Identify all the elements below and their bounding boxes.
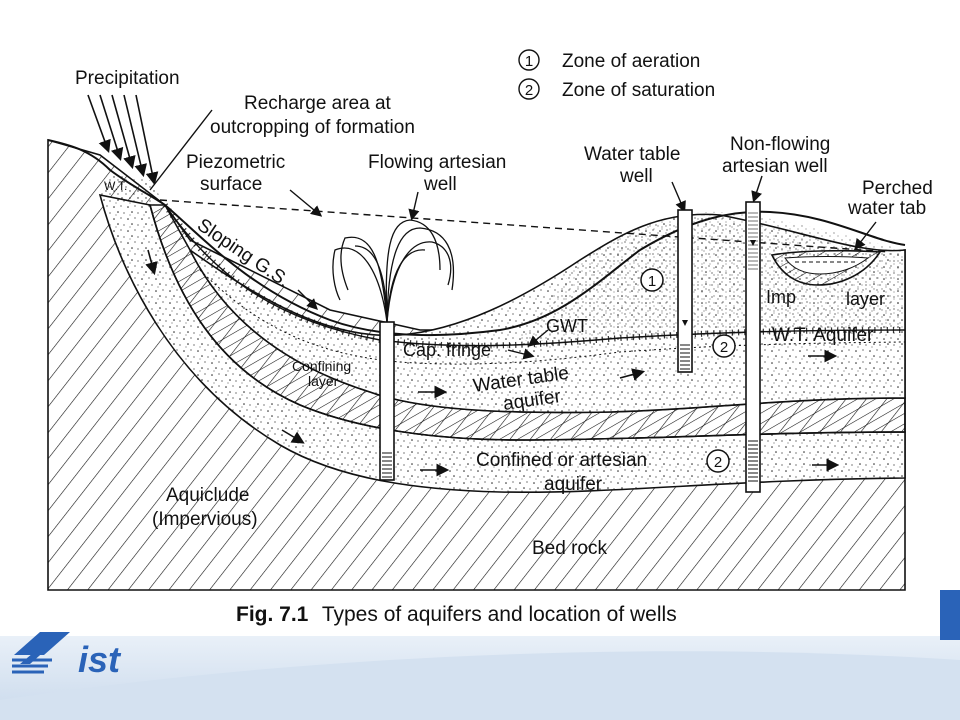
legend-number-1: 1: [525, 53, 533, 70]
sloping-gs-leader: [297, 289, 318, 310]
label-confining-1: Confining: [292, 358, 351, 374]
caption-text: Types of aquifers and location of wells: [322, 603, 677, 626]
flowing-artesian-well: [332, 219, 455, 481]
zone1-marker-text: 1: [648, 273, 656, 290]
legend-circle-1: [518, 49, 540, 71]
right-edge-bar: [940, 590, 960, 640]
perched-water-lens: [770, 249, 882, 286]
legend-number-2: 2: [525, 82, 533, 99]
zone2-marker-b-circle: [706, 449, 730, 473]
label-aquiclude-1: Aquiclude: [166, 485, 249, 506]
label-confined-1: Confined or artesian: [476, 450, 647, 471]
legend-label-2: Zone of saturation: [562, 80, 715, 101]
label-layer: layer: [846, 289, 885, 309]
logo-text: ist: [78, 639, 122, 680]
perched-leader: [854, 221, 877, 251]
legend-circle-2: [518, 78, 540, 100]
label-precipitation: Precipitation: [75, 68, 180, 89]
label-gwt: GWT: [546, 316, 588, 336]
piezometric-leader: [289, 189, 323, 217]
logo-swoosh-mark: [14, 632, 70, 664]
label-imp: Imp: [766, 287, 796, 307]
label-recharge-2: outcropping of formation: [210, 117, 415, 138]
label-wt-small: W.T.: [104, 179, 127, 193]
label-nonflowing-2: artesian well: [722, 156, 828, 177]
precipitation-arrows: [87, 94, 159, 186]
non-flowing-artesian-well: [745, 201, 761, 493]
aeration-zone-dots: [520, 211, 905, 341]
zone2-marker-a-text: 2: [720, 339, 728, 356]
water-table-well: [677, 209, 693, 373]
label-recharge-1: Recharge area at: [244, 93, 392, 114]
label-aquiclude-2: (Impervious): [152, 509, 258, 530]
zone1-marker-circle: [640, 268, 664, 292]
label-wt-well-2: well: [619, 166, 653, 187]
label-piezometric-1: Piezometric: [186, 152, 285, 173]
nonflowing-leader: [751, 175, 763, 203]
zone2-marker-a-circle: [712, 334, 736, 358]
cap-fringe-line: [199, 269, 906, 365]
watertable-well-leader: [671, 181, 686, 213]
legend-label-1: Zone of aeration: [562, 51, 700, 72]
label-cap-fringe: Cap. fringe: [403, 340, 491, 360]
label-perched-2: water tab: [847, 198, 926, 219]
label-piezometric-2: surface: [200, 174, 262, 195]
label-wt-well-1: Water table: [584, 144, 680, 165]
label-flowing-2: well: [423, 174, 457, 195]
label-wt-aquifer-right: W.T. Aquifer: [772, 325, 874, 346]
flowing-leader: [408, 191, 420, 221]
label-confined-2: aquifer: [544, 474, 603, 495]
recharge-leader: [149, 109, 213, 191]
label-nonflowing-1: Non-flowing: [730, 134, 830, 155]
cap-fringe-leader: [507, 348, 535, 360]
footer-swoosh: [0, 651, 960, 720]
label-perched-1: Perched: [862, 178, 933, 199]
zone2-marker-b-text: 2: [714, 454, 722, 471]
piezometric-surface-line: [159, 199, 891, 253]
gwt-leader: [527, 329, 549, 347]
flow-arrows: [145, 249, 840, 477]
confined-aquifer-dots: [100, 195, 905, 493]
label-bed-rock: Bed rock: [532, 538, 607, 559]
logo-stripes: [12, 658, 52, 674]
label-confining-2: layer: [308, 373, 339, 389]
gwt-ticks: [162, 203, 906, 349]
caption-fig-number: Fig. 7.1: [236, 603, 309, 626]
label-flowing-1: Flowing artesian: [368, 152, 506, 173]
figure-caption: Fig. 7.1 Types of aquifers and location …: [236, 603, 677, 626]
institution-logo: ist: [12, 632, 122, 680]
